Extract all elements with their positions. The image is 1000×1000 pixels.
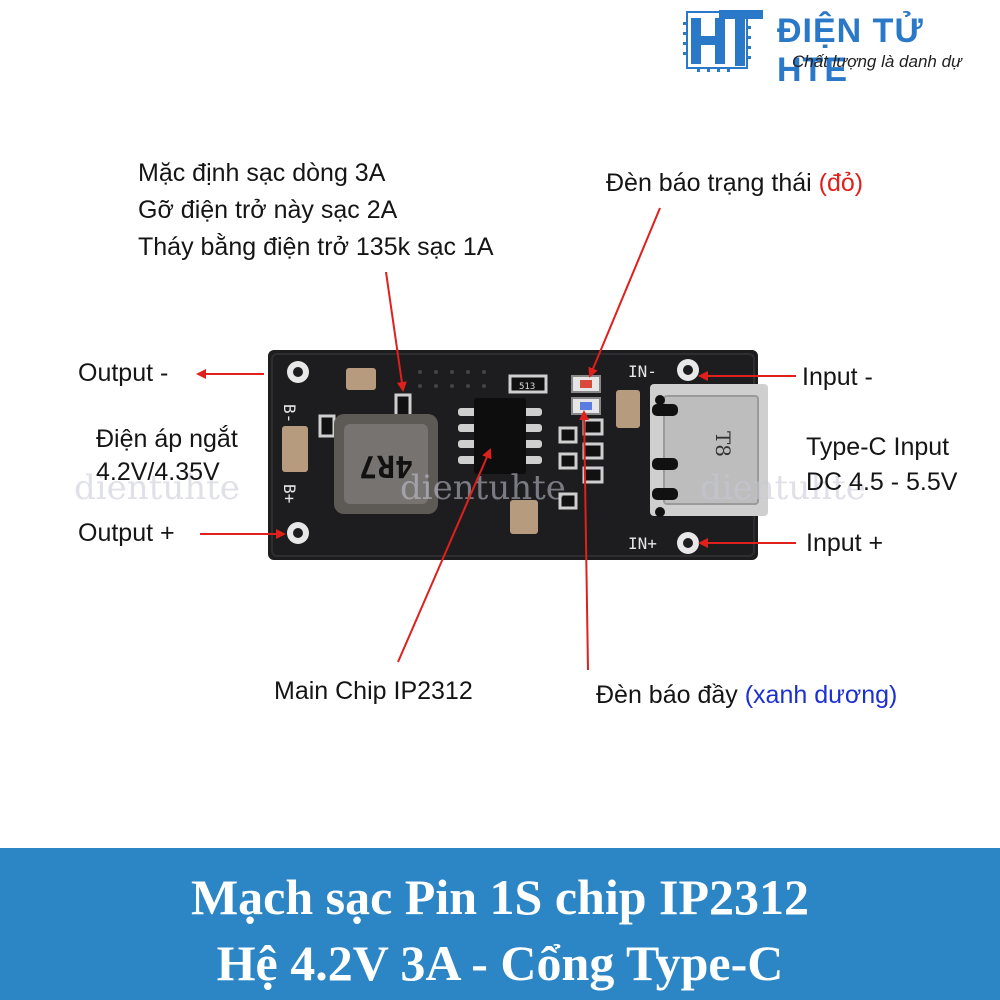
cutoff-voltage-line1: Điện áp ngắt <box>96 425 238 453</box>
footer-title-line2: Hệ 4.2V 3A - Cổng Type-C <box>216 935 784 991</box>
arrow-status-led <box>588 207 661 378</box>
pcb-illustration: B- B+ IN- IN+ 513 4R7 <box>74 207 866 671</box>
capacitors <box>282 368 640 534</box>
arrow-current-resistor <box>385 271 407 392</box>
footer-title-line1: Mạch sạc Pin 1S chip IP2312 <box>190 869 810 925</box>
watermark-text: dientuhte dientuhte dientuhte <box>74 468 866 508</box>
status-led-label-text: Đèn báo trạng thái <box>606 169 819 197</box>
status-led-color: (đỏ) <box>818 169 864 197</box>
current-note-line1: Mặc định sạc dòng 3A <box>138 159 386 187</box>
svg-text:dientuhte: dientuhte <box>74 468 240 508</box>
pad-in-minus-label: IN- <box>628 362 657 381</box>
logo-mark <box>683 4 771 74</box>
pad-holes <box>287 359 699 554</box>
arrow-main-chip <box>397 448 492 663</box>
full-led-label-text: Đèn báo đầy <box>596 681 745 709</box>
resistor-marking: 513 <box>519 382 535 392</box>
pad-b-minus-label: B- <box>280 404 299 423</box>
brand-name: ĐIỆN TỬ HTE <box>777 12 924 89</box>
full-led-color: (xanh dương) <box>744 681 898 709</box>
usb-marking: T8 <box>711 431 735 457</box>
typec-input-line2: DC 4.5 - 5.5V <box>806 468 958 496</box>
output-minus-label: Output - <box>78 359 169 387</box>
pad-in-plus-label: IN+ <box>628 534 657 553</box>
full-led-label: Đèn báo đầy (xanh dương) <box>596 678 897 712</box>
status-led-label: Đèn báo trạng thái (đỏ) <box>606 166 863 200</box>
output-plus-label: Output + <box>78 519 175 547</box>
svg-text:dientuhte: dientuhte <box>700 468 866 508</box>
typec-input-line1: Type-C Input <box>806 433 950 461</box>
main-chip-label: Main Chip IP2312 <box>274 677 473 705</box>
footer-banner: Mạch sạc Pin 1S chip IP2312 Hệ 4.2V 3A -… <box>0 848 1000 1000</box>
input-minus-label: Input - <box>802 363 873 391</box>
inductor-marking: 4R7 <box>359 448 413 483</box>
current-note-line3: Tháy bằng điện trở 135k sạc 1A <box>138 233 494 261</box>
via-row <box>418 370 486 388</box>
arrow-full-led <box>579 410 590 671</box>
svg-text:dientuhte: dientuhte <box>400 468 566 508</box>
current-note-line2: Gỡ điện trở này sạc 2A <box>138 196 398 224</box>
pad-b-plus-label: B+ <box>280 484 299 503</box>
usb-type-c-connector: T8 <box>650 384 768 517</box>
cutoff-voltage-line2: 4.2V/4.35V <box>96 458 220 486</box>
brand-slogan: Chất lượng là danh dự <box>792 52 962 71</box>
input-plus-label: Input + <box>806 529 884 557</box>
